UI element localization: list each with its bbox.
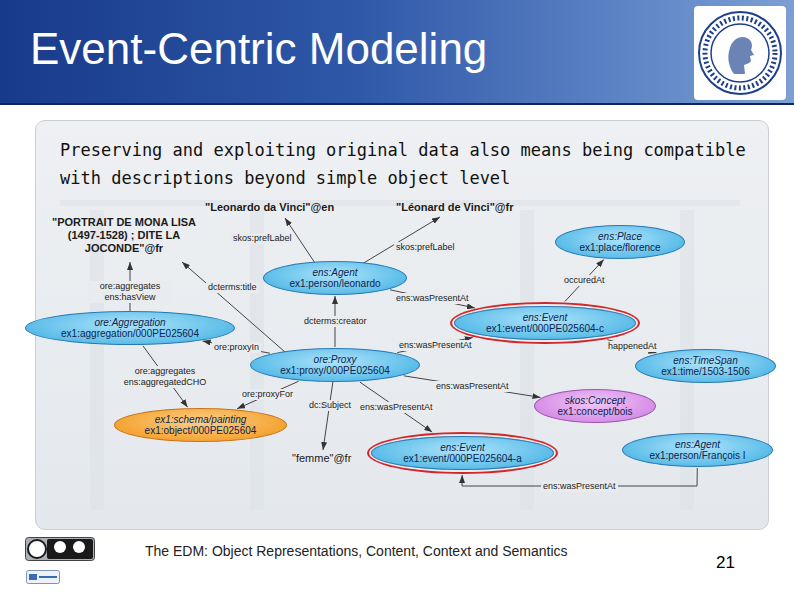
seal-ground: [694, 6, 786, 100]
resource-uri: ex1:concept/bois: [557, 406, 632, 417]
connector: [203, 341, 270, 353]
edge-label: dcterms:creator: [302, 316, 369, 327]
resource-uri: ex1:place/florence: [579, 242, 660, 253]
literal-link: [323, 381, 333, 450]
property-label: dc:Subject: [307, 400, 353, 411]
resource-uri: ex1:person/leonardo: [289, 278, 380, 289]
rdf-resource-ellipse: ens:Agentex1:person/François I: [622, 433, 773, 467]
literal-value: "femme"@fr: [292, 452, 351, 465]
resource-type: ens:Agent: [675, 439, 720, 450]
resource-uri: ex1:aggregation/000PE025604: [61, 328, 199, 339]
edge-label: ens:wasPresentAt: [358, 402, 435, 413]
property-label: dcterms:title: [206, 282, 259, 293]
literal-link: [362, 217, 440, 264]
resource-type: ex1:schema/painting: [155, 414, 247, 425]
resource-type: ore:Aggregation: [94, 317, 165, 328]
university-seal: [694, 6, 786, 100]
resource-uri: ex1:time/1503-1506: [661, 366, 749, 377]
edge-label: ens:wasPresentAt: [397, 340, 474, 351]
edge-label: ore:proxyIn: [212, 342, 261, 353]
rdf-resource-ellipse: ore:Proxyex1:proxy/000PE025604: [250, 348, 420, 382]
rdf-resource-ellipse: ore:Aggregationex1:aggregation/000PE0256…: [25, 311, 235, 345]
edge-label: happenedAt: [606, 341, 659, 352]
property-label: skos:prefLabel: [231, 233, 294, 244]
seal-profile: [728, 37, 754, 74]
by-circle: [54, 541, 66, 553]
resource-uri: ex1:object/000PE025604: [145, 425, 257, 436]
badge-band: [47, 539, 93, 559]
resource-type: ens:Agent: [312, 267, 357, 278]
resource-uri: ex1:person/François I: [649, 450, 745, 461]
sa-circle: [73, 541, 85, 553]
property-label: skos:prefLabel: [394, 242, 457, 253]
rdf-resource-ellipse: ens:Placeex1:place/florence: [555, 225, 685, 259]
badge-ground: [26, 538, 95, 561]
rdf-resource-ellipse: ens:Eventex1:event/000PE025604-c: [454, 306, 636, 340]
resource-type: ens:Event: [440, 442, 484, 453]
literal-value: "Léonard de Vinci"@fr: [396, 201, 514, 214]
edge-label: ore:proxyFor: [240, 389, 295, 400]
seal-ring: [699, 12, 781, 94]
edge-label: ore:aggregates ens:aggregatedCHO: [117, 366, 213, 388]
badge-mark: [29, 574, 37, 580]
badge-bar: [39, 576, 57, 578]
cc-circle: [28, 540, 46, 558]
slide-title: Event-Centric Modeling: [30, 22, 487, 76]
badge-ground: [27, 571, 60, 584]
resource-uri: ex1:proxy/000PE025604: [280, 365, 390, 376]
connector: [404, 376, 541, 398]
connector: [237, 381, 298, 408]
seal-inner-ring: [711, 24, 769, 82]
edge-label: ens:wasPresentAt: [394, 293, 471, 304]
page-number: 21: [716, 553, 735, 573]
resource-type: ore:Proxy: [314, 354, 357, 365]
resource-uri: ex1:event/000PE025604-c: [486, 323, 604, 334]
seal-lettering: [705, 18, 775, 88]
cc-license-badge: [25, 537, 95, 561]
property-label: ore:aggregates ens:hasView: [88, 281, 172, 303]
rdf-resource-ellipse: ens:Agentex1:person/leonardo: [263, 261, 407, 295]
footer-text: The EDM: Object Representations, Content…: [145, 543, 568, 560]
rdf-resource-ellipse: ens:TimeSpanex1:time/1503-1506: [635, 349, 776, 383]
literal-value: "Leonardo da Vinci"@en: [205, 201, 334, 214]
resource-type: ens:Place: [598, 231, 642, 242]
rdf-resource-ellipse: skos:Conceptex1:concept/bois: [534, 389, 656, 423]
edge-label: ens:wasPresentAt: [434, 381, 511, 392]
resource-type: ens:TimeSpan: [673, 355, 737, 366]
edge-label: occuredAt: [562, 275, 607, 286]
resource-uri: ex1:event/000PE025604-a: [403, 453, 521, 464]
openoffice-badge: [26, 570, 60, 584]
facade-column: [90, 210, 104, 510]
edge-label: ens:wasPresentAt: [541, 481, 618, 492]
connector: [397, 338, 473, 353]
rdf-resource-ellipse: ens:Eventex1:event/000PE025604-a: [371, 436, 554, 470]
resource-type: skos:Concept: [565, 395, 626, 406]
slide-text: Preserving and exploiting original data …: [60, 136, 780, 192]
connector: [390, 290, 475, 308]
resource-type: ens:Event: [523, 312, 567, 323]
rdf-resource-ellipse: ex1:schema/paintingex1:object/000PE02560…: [114, 408, 287, 442]
literal-value: "PORTRAIT DE MONA LISA (1497-1528) ; DIT…: [39, 216, 209, 255]
